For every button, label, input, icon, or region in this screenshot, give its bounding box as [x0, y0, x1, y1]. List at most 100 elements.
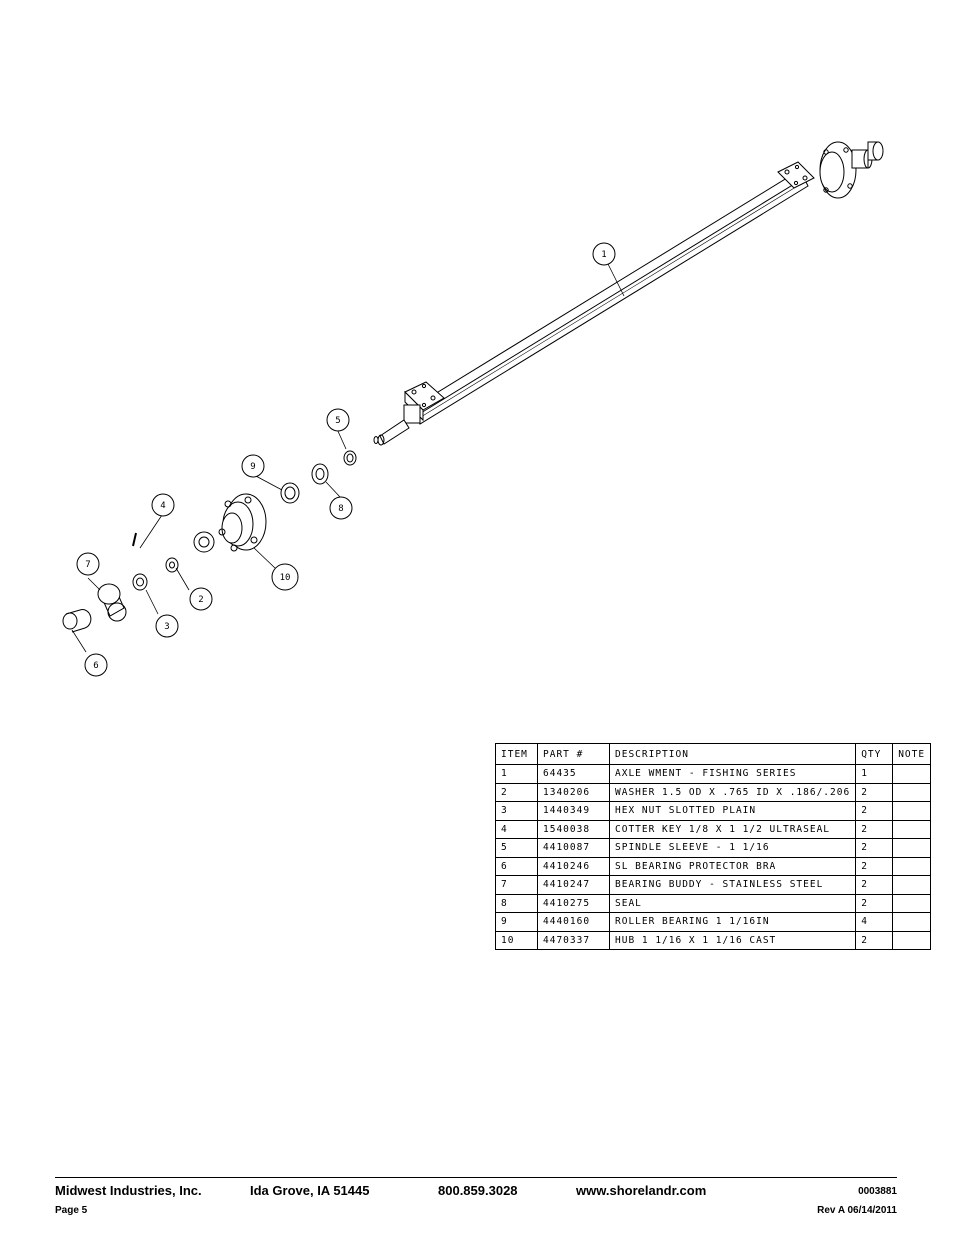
callout-9: 9: [241, 454, 265, 478]
cell-note: [892, 856, 932, 876]
svg-text:4: 4: [160, 501, 165, 511]
cell-note: [892, 819, 932, 839]
cell-item: 3: [495, 801, 538, 821]
leader-lines: [71, 263, 625, 653]
svg-text:10: 10: [280, 573, 291, 583]
hub-part: [218, 493, 267, 552]
cell-item: 7: [495, 875, 538, 895]
cell-description: SL BEARING PROTECTOR BRA: [608, 856, 857, 876]
cell-part: 4410246: [537, 856, 610, 876]
cell-note: [892, 801, 932, 821]
cell-part: 1540038: [537, 819, 610, 839]
washer-part: [165, 557, 179, 573]
callout-10: 10: [271, 563, 299, 591]
axle-tube: [411, 169, 809, 425]
cell-note: [892, 838, 932, 858]
cell-qty: 1: [855, 764, 894, 784]
header-qty: QTY: [855, 743, 894, 765]
bearing-protector-part: [62, 609, 92, 633]
exploded-axle-drawing: 1 5 9 8 4 10 2 7 3 6: [62, 141, 884, 677]
table-header-row: ITEM PART # DESCRIPTION QTY NOTE: [495, 743, 932, 765]
cotter-key-part: [132, 532, 137, 547]
callout-7: 7: [76, 552, 100, 576]
cell-description: HEX NUT SLOTTED PLAIN: [608, 801, 857, 821]
cell-note: [892, 764, 932, 784]
cell-description: SEAL: [608, 893, 857, 913]
svg-text:8: 8: [338, 504, 343, 514]
right-spring-seat: [777, 161, 815, 189]
cell-item: 4: [495, 819, 538, 839]
cell-qty: 2: [855, 930, 894, 950]
bearing-buddy-part: [97, 583, 127, 622]
cell-qty: 2: [855, 801, 894, 821]
cell-description: AXLE WMENT - FISHING SERIES: [608, 764, 857, 784]
callout-8: 8: [329, 496, 353, 520]
footer-page-number: Page 5: [55, 1205, 88, 1216]
footer-phone: 800.859.3028: [438, 1183, 518, 1198]
left-spindle: [373, 419, 410, 446]
cell-qty: 4: [855, 912, 894, 932]
cell-part: 4470337: [537, 930, 610, 950]
cell-qty: 2: [855, 819, 894, 839]
cell-part: 4440160: [537, 912, 610, 932]
cell-description: HUB 1 1/16 X 1 1/16 CAST: [608, 930, 857, 950]
left-spring-seat: [403, 381, 445, 424]
cell-qty: 2: [855, 838, 894, 858]
cell-item: 9: [495, 912, 538, 932]
svg-text:2: 2: [198, 595, 203, 605]
cell-description: BEARING BUDDY - STAINLESS STEEL: [608, 875, 857, 895]
seal-part: [311, 463, 329, 485]
svg-text:3: 3: [164, 622, 169, 632]
cell-description: WASHER 1.5 OD X .765 ID X .186/.206: [608, 782, 857, 802]
cell-note: [892, 930, 932, 950]
callout-4: 4: [151, 493, 175, 517]
header-description: DESCRIPTION: [608, 743, 857, 765]
svg-text:5: 5: [335, 416, 340, 426]
footer-website[interactable]: www.shorelandr.com: [576, 1183, 707, 1198]
cell-note: [892, 893, 932, 913]
cell-qty: 2: [855, 893, 894, 913]
svg-text:1: 1: [601, 250, 606, 260]
cell-description: ROLLER BEARING 1 1/16IN: [608, 912, 857, 932]
svg-text:6: 6: [93, 661, 98, 671]
cell-part: 4410275: [537, 893, 610, 913]
cell-item: 2: [495, 782, 538, 802]
cell-part: 4410087: [537, 838, 610, 858]
cell-note: [892, 782, 932, 802]
cell-item: 10: [495, 930, 538, 950]
right-hub-assembly: [819, 141, 884, 199]
cell-qty: 2: [855, 782, 894, 802]
page-footer: Midwest Industries, Inc. Ida Grove, IA 5…: [55, 1177, 897, 1216]
cell-part: 4410247: [537, 875, 610, 895]
roller-bearing-outer: [193, 531, 215, 553]
cell-qty: 2: [855, 856, 894, 876]
cell-note: [892, 912, 932, 932]
footer-location: Ida Grove, IA 51445: [250, 1183, 370, 1198]
slotted-nut-part: [132, 573, 148, 591]
svg-text:9: 9: [250, 462, 255, 472]
footer-revision: Rev A 06/14/2011: [817, 1205, 897, 1216]
cell-item: 6: [495, 856, 538, 876]
cell-note: [892, 875, 932, 895]
callout-3: 3: [155, 614, 179, 638]
svg-text:7: 7: [85, 560, 90, 570]
cell-description: COTTER KEY 1/8 X 1 1/2 ULTRASEAL: [608, 819, 857, 839]
cell-part: 1440349: [537, 801, 610, 821]
footer-doc-number: 0003881: [858, 1186, 897, 1197]
header-item: ITEM: [495, 743, 538, 765]
cell-item: 1: [495, 764, 538, 784]
cell-description: SPINDLE SLEEVE - 1 1/16: [608, 838, 857, 858]
cell-part: 64435: [537, 764, 610, 784]
footer-company: Midwest Industries, Inc.: [55, 1183, 202, 1198]
cell-item: 5: [495, 838, 538, 858]
header-note: NOTE: [892, 743, 932, 765]
